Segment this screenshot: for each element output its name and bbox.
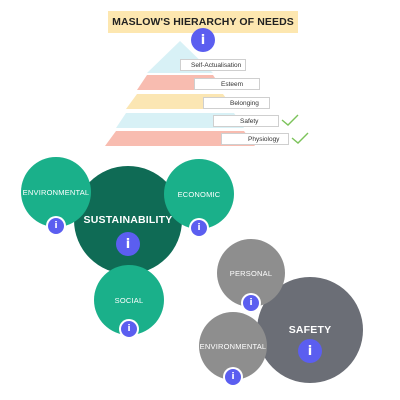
social-label: SOCIAL <box>114 295 144 305</box>
economic-info-icon[interactable]: i <box>191 220 207 236</box>
safety-environmental-circle[interactable]: ENVIRONMENTAL <box>199 312 267 380</box>
pyramid-label-safety: Safety <box>213 115 279 127</box>
pyramid-tier-physiology <box>105 131 255 146</box>
sustainability-label: SUSTAINABILITY <box>83 214 173 226</box>
pyramid-tier-safety <box>116 113 244 128</box>
social-info-icon[interactable]: i <box>121 321 137 337</box>
sustainability-info-icon[interactable]: i <box>116 232 140 256</box>
pyramid-label-esteem: Esteem <box>194 78 260 90</box>
environmental-label: ENVIRONMENTAL <box>22 187 90 197</box>
safety-checkmark-icon[interactable] <box>281 114 299 126</box>
environmental-info-icon[interactable]: i <box>48 218 64 234</box>
safety-info-icon[interactable]: i <box>298 339 322 363</box>
personal-info-icon[interactable]: i <box>243 295 259 311</box>
safety-label: SAFETY <box>288 324 332 336</box>
pyramid-label-belonging: Belonging <box>203 97 270 109</box>
pyramid-label-self-actualisation: Self-Actualisation <box>180 59 246 71</box>
personal-label: PERSONAL <box>229 268 273 278</box>
pyramid-label-physiology: Physiology <box>221 133 289 145</box>
safety-environmental-label: ENVIRONMENTAL <box>199 341 267 351</box>
safety-environmental-info-icon[interactable]: i <box>225 369 241 385</box>
sustainability-circle[interactable]: SUSTAINABILITY <box>74 166 182 274</box>
economic-circle[interactable]: ECONOMIC <box>164 159 234 229</box>
environmental-circle[interactable]: ENVIRONMENTAL <box>21 157 91 227</box>
diagram-title: MASLOW'S HIERARCHY OF NEEDS <box>108 11 298 33</box>
physiology-checkmark-icon[interactable] <box>291 132 309 144</box>
economic-label: ECONOMIC <box>177 189 221 199</box>
